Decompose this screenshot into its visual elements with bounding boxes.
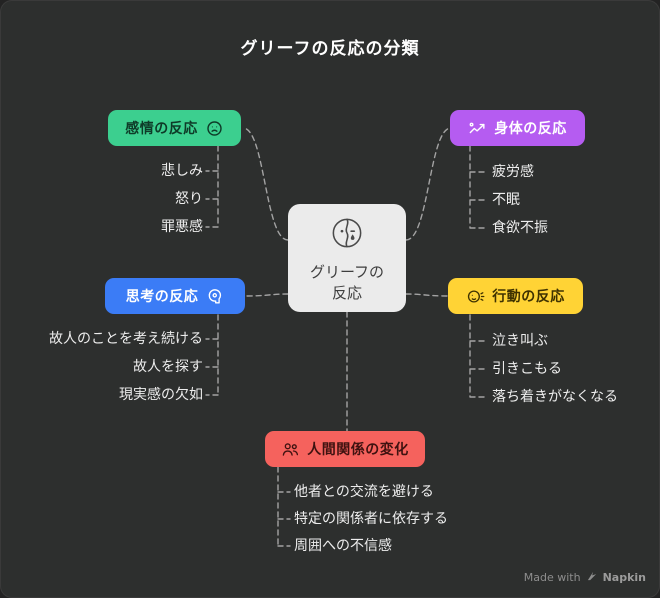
diagram-title: グリーフの反応の分類	[240, 39, 420, 59]
item-emotion-2: 罪悪感	[161, 219, 203, 235]
item-relationship-2: 周囲への不信感	[294, 538, 392, 554]
branch-node-relationship: 人間関係の変化	[265, 431, 425, 467]
branch-node-behavior: 行動の反応	[448, 278, 583, 314]
people-group-icon	[281, 440, 300, 459]
branch-node-thought: 思考の反応	[105, 278, 245, 314]
branch-label-relationship: 人間関係の変化	[307, 442, 409, 458]
connector-thought-items	[205, 314, 219, 396]
item-relationship-1: 特定の関係者に依存する	[294, 511, 448, 527]
emotion-face-icon	[205, 119, 224, 138]
watermark-brand-text: Napkin	[602, 571, 646, 584]
napkin-logo-icon	[586, 570, 598, 585]
grief-face-icon	[327, 213, 367, 257]
item-behavior-0: 泣き叫ぶ	[492, 333, 548, 349]
item-physical-2: 食欲不振	[492, 220, 548, 236]
connector-center-to-physical	[405, 127, 452, 241]
connector-relationship-items	[277, 466, 291, 547]
center-node-grief-reaction: グリーフの反応	[288, 204, 406, 312]
item-thought-0: 故人のことを考え続ける	[49, 331, 203, 347]
branch-node-emotion: 感情の反応	[108, 110, 241, 146]
item-physical-0: 疲労感	[492, 164, 534, 180]
item-physical-1: 不眠	[492, 192, 520, 208]
connector-center-to-emotion	[242, 127, 289, 241]
branch-label-emotion: 感情の反応	[125, 121, 198, 137]
item-emotion-0: 悲しみ	[161, 163, 203, 179]
connector-center-to-behavior	[405, 293, 448, 297]
item-thought-2: 現実感の欠如	[119, 387, 203, 403]
center-node-label: グリーフの反応	[309, 263, 385, 302]
connector-center-to-thought	[246, 293, 289, 297]
branch-label-thought: 思考の反応	[125, 289, 199, 305]
item-thought-1: 故人を探す	[133, 359, 203, 375]
branch-label-behavior: 行動の反応	[492, 289, 565, 305]
branch-node-physical: 身体の反応	[450, 110, 585, 146]
item-behavior-2: 落ち着きがなくなる	[492, 389, 618, 405]
branch-label-physical: 身体の反応	[494, 121, 567, 137]
physical-trend-icon	[468, 119, 487, 138]
watermark-made-with-text: Made with	[523, 571, 581, 584]
item-relationship-0: 他者との交流を避ける	[294, 484, 434, 500]
watermark: Made with Napkin	[524, 570, 646, 585]
connector-emotion-items	[205, 145, 219, 228]
thinking-head-icon	[205, 287, 224, 306]
connector-physical-items	[469, 145, 487, 229]
behavior-head-icon	[466, 287, 485, 306]
item-emotion-1: 怒り	[175, 191, 203, 207]
item-behavior-1: 引きこもる	[492, 361, 562, 377]
connector-behavior-items	[469, 314, 487, 398]
